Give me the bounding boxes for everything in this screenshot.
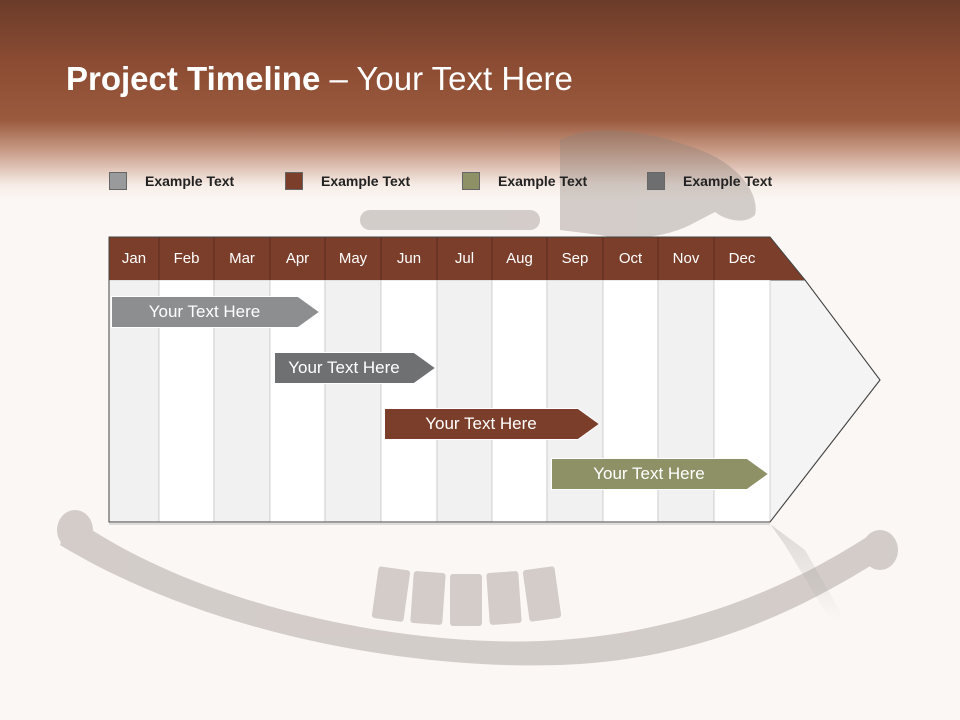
month-column-stripe bbox=[380, 279, 438, 523]
month-dividers bbox=[158, 237, 715, 280]
month-column-stripe bbox=[491, 279, 548, 523]
task-label: Your Text Here bbox=[593, 464, 705, 483]
legend-item-4: Example Text bbox=[647, 171, 772, 191]
legend-item-3: Example Text bbox=[462, 171, 587, 191]
legend-label: Example Text bbox=[498, 173, 588, 189]
month-column-stripe bbox=[324, 279, 382, 523]
month-label-jun: Jun bbox=[396, 250, 422, 267]
month-label-jan: Jan bbox=[121, 250, 147, 267]
legend-label: Example Text bbox=[321, 173, 411, 189]
task-label: Your Text Here bbox=[148, 302, 261, 321]
task-label: Your Text Here bbox=[288, 358, 400, 377]
task-arrow-shape bbox=[274, 352, 436, 384]
month-label-aug: Aug bbox=[506, 250, 533, 267]
month-header-band bbox=[109, 237, 805, 280]
legend-swatch bbox=[647, 172, 665, 190]
task-bar-3[interactable]: Your Text Here bbox=[384, 408, 600, 440]
task-arrow-shape bbox=[551, 458, 769, 490]
task-arrow-shape bbox=[384, 408, 600, 440]
task-bar-4[interactable]: Your Text Here bbox=[551, 458, 769, 490]
month-label-oct: Oct bbox=[618, 250, 643, 267]
legend-label: Example Text bbox=[683, 173, 773, 189]
slide-title: Project Timeline – Your Text Here bbox=[66, 60, 573, 98]
legend-item-2: Example Text bbox=[285, 171, 410, 191]
legend-item-1: Example Text bbox=[109, 171, 234, 191]
legend-swatch bbox=[285, 172, 303, 190]
task-arrow-shape bbox=[111, 296, 320, 328]
legend-label: Example Text bbox=[145, 173, 235, 189]
task-label: Your Text Here bbox=[425, 414, 537, 433]
legend-swatch bbox=[109, 172, 127, 190]
month-label-may: May bbox=[338, 250, 368, 267]
month-label-jul: Jul bbox=[454, 250, 475, 267]
timeline-reflection bbox=[108, 523, 845, 620]
month-column-stripe bbox=[436, 279, 493, 523]
legend-swatch bbox=[462, 172, 480, 190]
title-rest: – Your Text Here bbox=[320, 60, 573, 97]
title-bold: Project Timeline bbox=[66, 60, 321, 97]
month-label-mar: Mar bbox=[229, 250, 255, 267]
timeline-arrow-outline bbox=[108, 236, 881, 523]
month-label-feb: Feb bbox=[173, 250, 200, 267]
header-band bbox=[0, 0, 960, 200]
task-bar-2[interactable]: Your Text Here bbox=[274, 352, 436, 384]
month-label-apr: Apr bbox=[285, 250, 310, 267]
task-bar-1[interactable]: Your Text Here bbox=[111, 296, 320, 328]
month-label-sep: Sep bbox=[561, 250, 589, 267]
month-label-nov: Nov bbox=[672, 250, 700, 267]
month-label-dec: Dec bbox=[728, 250, 756, 267]
